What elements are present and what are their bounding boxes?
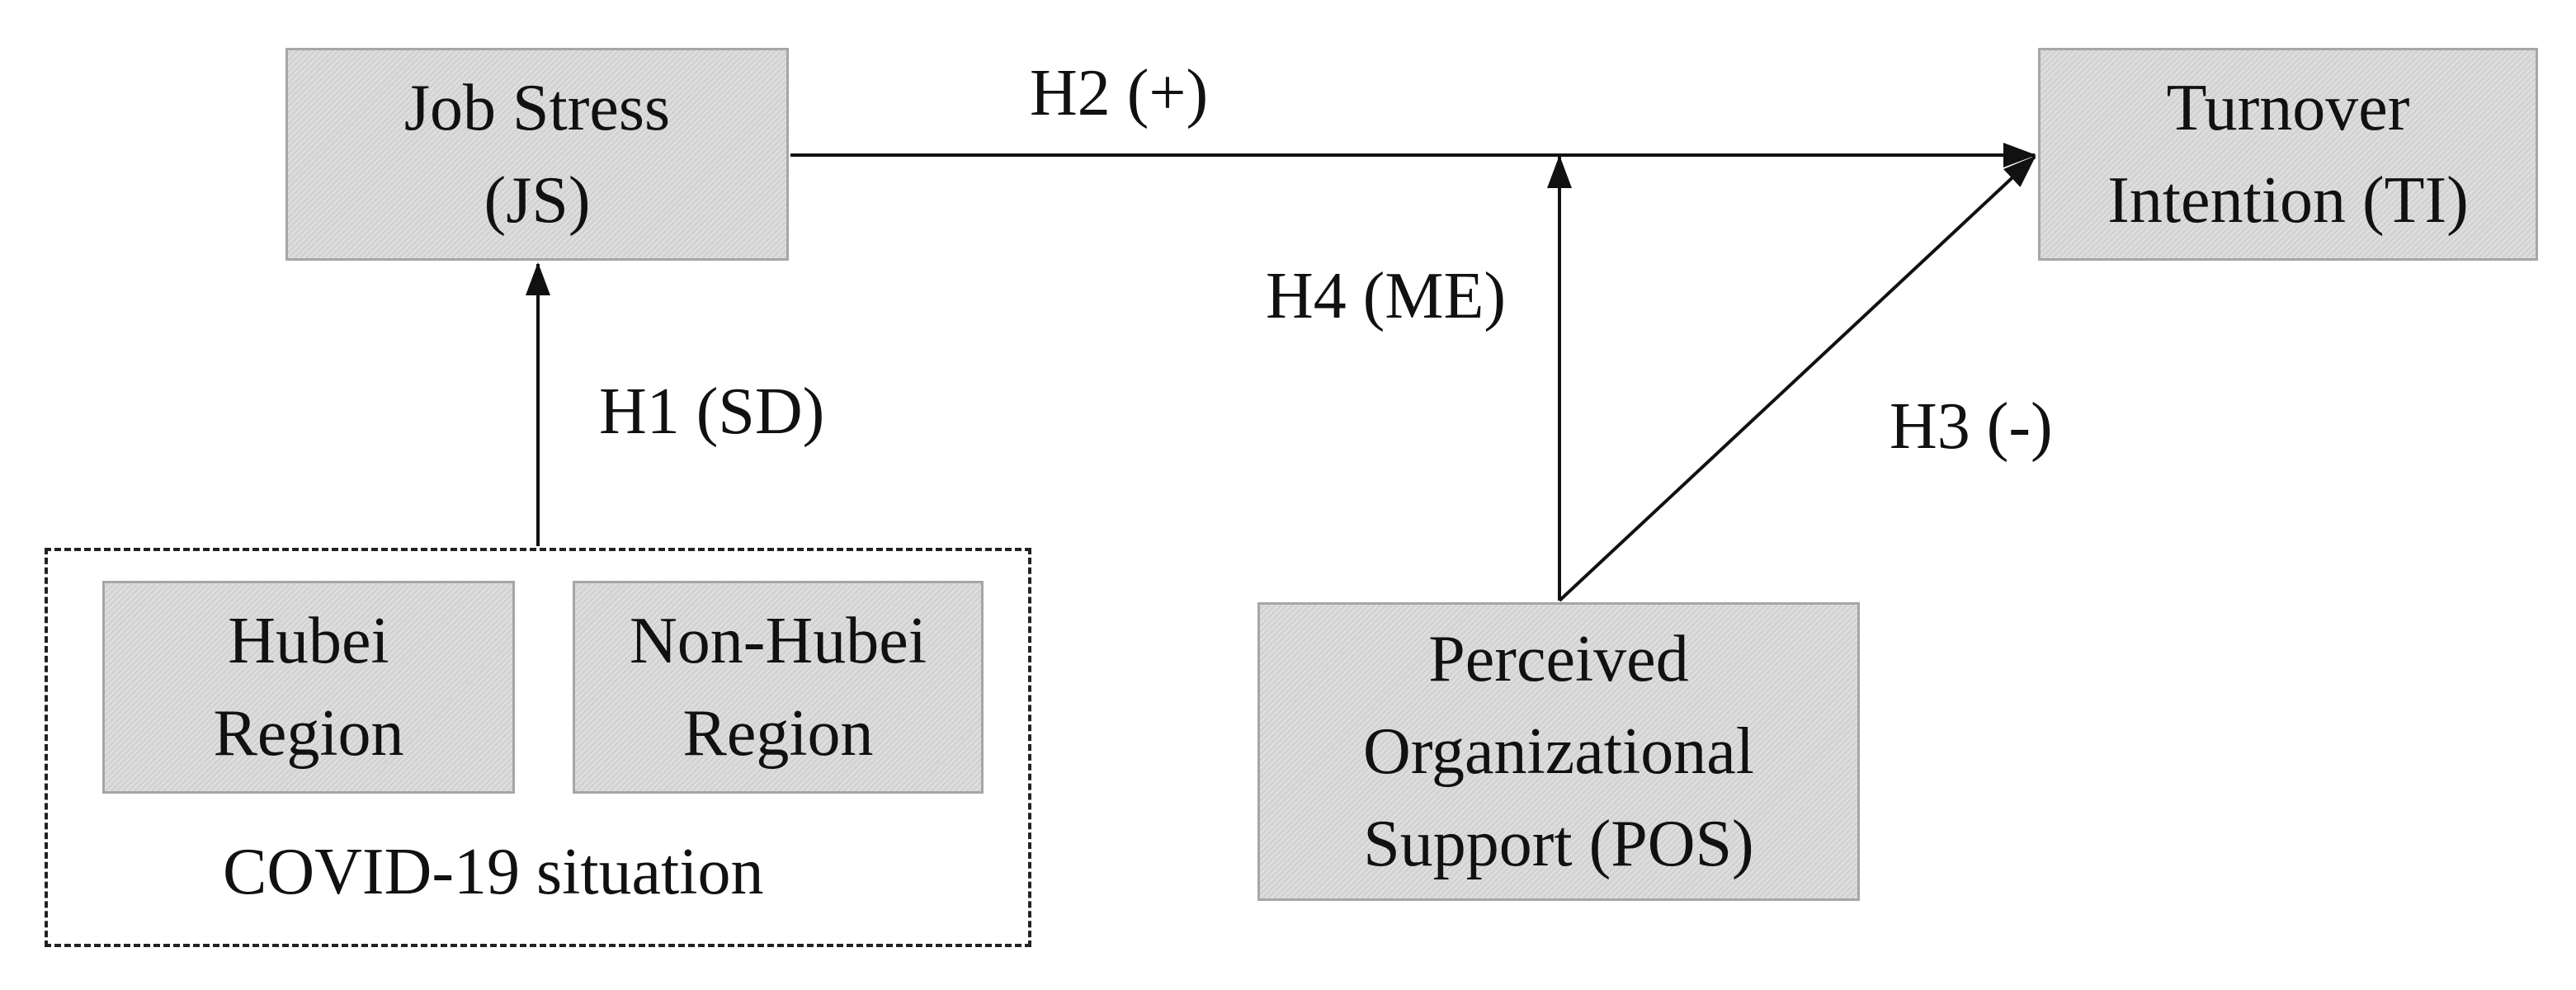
hubei-line2: Region [213, 697, 404, 770]
job-stress-line2: (JS) [484, 164, 591, 237]
non-hubei-region-node: Non-Hubei Region [573, 581, 984, 794]
turnover-intention-line2: Intention (TI) [2107, 164, 2469, 237]
h3-arrow-line [1558, 155, 2036, 602]
covid-19-situation-group [45, 548, 1031, 947]
pos-line1: Perceived [1428, 623, 1689, 695]
pos-line2: Organizational [1363, 715, 1754, 788]
job-stress-node: Job Stress (JS) [285, 48, 789, 261]
job-stress-line1: Job Stress [403, 72, 671, 144]
perceived-organizational-support-node: Perceived Organizational Support (POS) [1257, 602, 1860, 901]
covid-19-situation-label: COVID-19 situation [223, 836, 764, 908]
turnover-intention-line1: Turnover [2166, 72, 2410, 144]
h2-label: H2 (+) [1030, 57, 1209, 130]
hubei-line1: Hubei [228, 605, 389, 677]
h3-label: H3 (-) [1890, 390, 2053, 463]
turnover-intention-node: Turnover Intention (TI) [2038, 48, 2538, 261]
non-hubei-line2: Region [682, 697, 874, 770]
h4-label: H4 (ME) [1266, 260, 1507, 332]
hubei-region-node: Hubei Region [102, 581, 515, 794]
non-hubei-line1: Non-Hubei [630, 605, 927, 677]
h1-label: H1 (SD) [599, 375, 825, 448]
pos-line3: Support (POS) [1363, 808, 1754, 880]
